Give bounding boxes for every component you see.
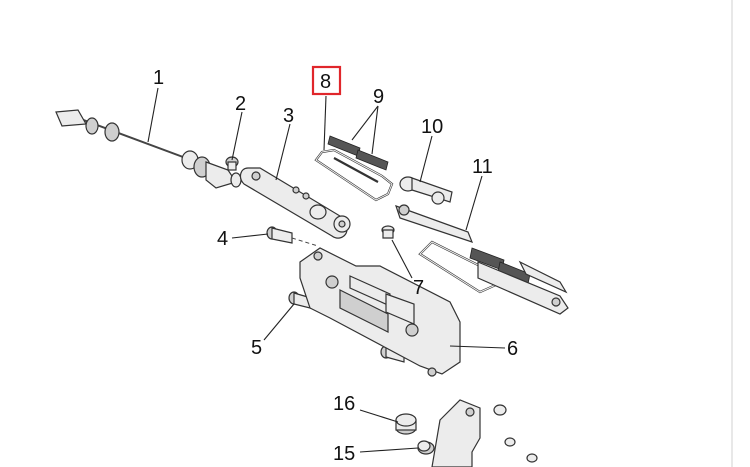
part-9-springs[interactable] <box>327 135 389 171</box>
callout-9: 9 <box>373 86 384 108</box>
callout-10: 10 <box>421 116 443 138</box>
leader-lines <box>147 87 506 453</box>
part-2-bolt[interactable] <box>225 156 239 171</box>
part-15-nut[interactable] <box>417 440 435 455</box>
part-3-lever[interactable] <box>239 167 351 239</box>
part-16-grommet[interactable] <box>395 413 417 435</box>
callout-3: 3 <box>283 105 294 127</box>
part-6-base-plate[interactable] <box>299 247 461 377</box>
callout-5: 5 <box>251 337 262 359</box>
callout-6: 6 <box>507 338 518 360</box>
callout-16: 16 <box>333 393 355 415</box>
callout-2: 2 <box>235 93 246 115</box>
part-10-pins[interactable] <box>399 176 453 205</box>
callout-11: 11 <box>472 156 493 178</box>
part-11-rod-assembly[interactable] <box>395 204 569 315</box>
callout-1: 1 <box>153 67 164 89</box>
part-7-pin[interactable] <box>381 225 395 239</box>
lower-bracket <box>431 399 538 467</box>
callout-8[interactable]: 8 <box>320 71 331 93</box>
callout-15: 15 <box>333 443 355 465</box>
callout-7: 7 <box>413 277 424 299</box>
callout-4: 4 <box>217 228 228 250</box>
part-1-cable[interactable] <box>55 109 242 189</box>
part-8-wire-clip[interactable] <box>314 148 394 202</box>
callout-8-highlight-box <box>311 65 342 96</box>
part-4-bolt[interactable] <box>266 226 319 247</box>
